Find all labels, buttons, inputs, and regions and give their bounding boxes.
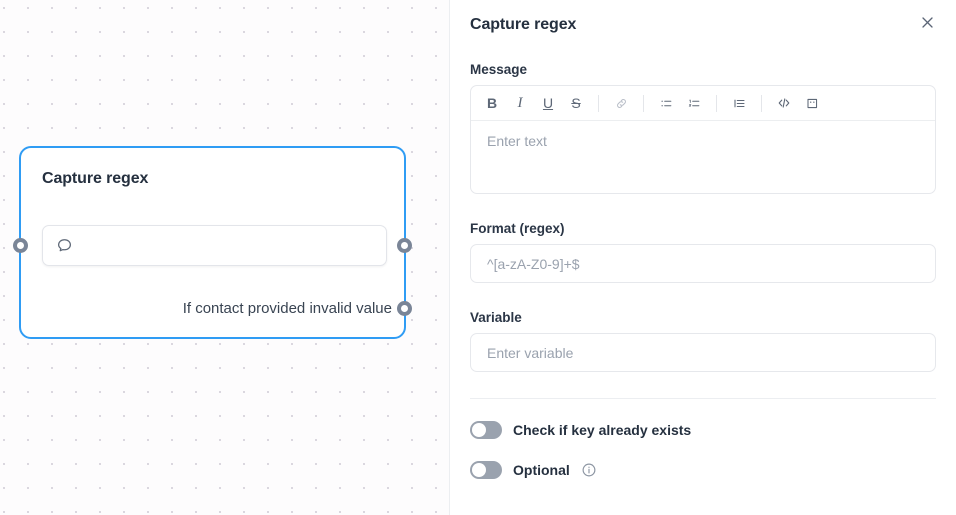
bold-icon[interactable]: B bbox=[486, 95, 498, 111]
optional-label: Optional bbox=[513, 462, 570, 478]
format-regex-input[interactable] bbox=[470, 244, 936, 283]
check-key-exists-label: Check if key already exists bbox=[513, 422, 692, 438]
message-bubble-icon bbox=[56, 237, 73, 254]
format-group: Format (regex) bbox=[470, 221, 936, 283]
node-input-port[interactable] bbox=[13, 238, 28, 253]
toggle-knob bbox=[472, 463, 486, 477]
panel-divider bbox=[470, 398, 936, 399]
node-title: Capture regex bbox=[42, 170, 149, 187]
optional-toggle[interactable] bbox=[470, 461, 502, 479]
emoji-icon[interactable] bbox=[799, 90, 825, 116]
code-icon[interactable] bbox=[771, 90, 797, 116]
flow-canvas[interactable]: Capture regex If contact provided invali… bbox=[0, 0, 449, 515]
node-message-field[interactable] bbox=[42, 225, 387, 266]
toolbar-divider bbox=[643, 94, 644, 112]
message-label: Message bbox=[470, 62, 528, 77]
close-icon[interactable] bbox=[914, 9, 940, 35]
align-left-icon[interactable] bbox=[726, 90, 752, 116]
flow-node-capture-regex[interactable]: Capture regex If contact provided invali… bbox=[19, 146, 406, 339]
toolbar-divider bbox=[716, 94, 717, 112]
toolbar-divider bbox=[598, 94, 599, 112]
panel-header: Capture regex bbox=[470, 0, 936, 35]
info-icon[interactable] bbox=[581, 462, 597, 478]
strikethrough-icon[interactable]: S bbox=[571, 95, 581, 111]
variable-group: Variable bbox=[470, 310, 936, 372]
message-editor[interactable]: B I U S bbox=[470, 85, 936, 194]
bulleted-list-icon[interactable] bbox=[653, 90, 679, 116]
check-key-exists-toggle[interactable] bbox=[470, 421, 502, 439]
node-output-port-main[interactable] bbox=[397, 238, 412, 253]
node-branch-label: If contact provided invalid value bbox=[182, 300, 392, 317]
underline-icon[interactable]: U bbox=[542, 95, 554, 111]
editor-toolbar: B I U S bbox=[471, 86, 935, 121]
variable-label: Variable bbox=[470, 310, 522, 325]
link-icon[interactable] bbox=[608, 90, 634, 116]
format-label: Format (regex) bbox=[470, 221, 565, 236]
properties-panel: Capture regex Message B I U S bbox=[449, 0, 956, 515]
toggle-row-check-key: Check if key already exists bbox=[470, 421, 936, 439]
panel-title: Capture regex bbox=[470, 16, 577, 33]
node-output-port-invalid[interactable] bbox=[397, 301, 412, 316]
italic-icon[interactable]: I bbox=[517, 94, 523, 111]
variable-input[interactable] bbox=[470, 333, 936, 372]
message-group: Message B I U S bbox=[470, 62, 936, 194]
numbered-list-icon[interactable] bbox=[681, 90, 707, 116]
toolbar-divider bbox=[761, 94, 762, 112]
toggle-row-optional: Optional bbox=[470, 461, 936, 479]
toggle-knob bbox=[472, 423, 486, 437]
message-editor-body[interactable]: Enter text bbox=[487, 133, 547, 149]
